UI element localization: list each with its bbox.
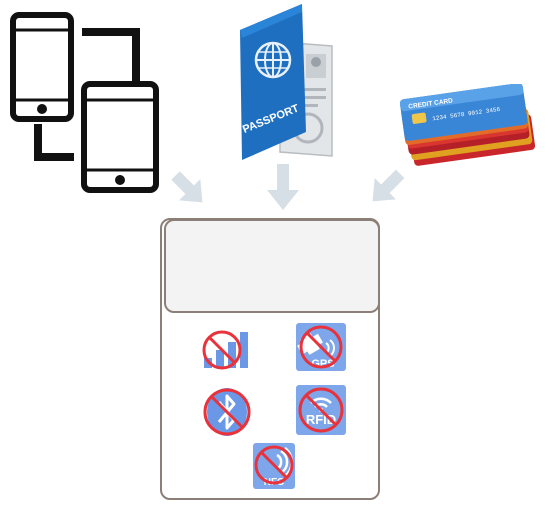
nfc-icon: NFC	[253, 443, 295, 489]
blocked-gps: GPS	[296, 323, 348, 373]
rfid-icon: RFID	[296, 385, 346, 435]
prohibited-icon	[298, 387, 344, 433]
prohibited-icon	[202, 330, 242, 370]
credit-cards-icon: CREDIT CARD 1234 5678 9012 3456	[400, 84, 545, 172]
arrow-down-center-icon	[265, 164, 301, 212]
arrow-down-right-icon	[364, 166, 408, 210]
cellular-signal-icon	[202, 330, 248, 370]
blocked-rfid: RFID	[296, 385, 348, 437]
prohibited-icon	[203, 388, 251, 436]
pouch-flap	[164, 219, 380, 313]
prohibited-icon	[254, 445, 294, 485]
blocked-cellular-signal	[196, 326, 258, 372]
blocked-bluetooth	[201, 386, 253, 438]
bluetooth-icon	[203, 388, 251, 436]
phone-and-tablet-icon	[10, 12, 162, 194]
gps-icon: GPS	[296, 323, 346, 371]
prohibited-icon	[299, 325, 343, 369]
passport-icon: PASSPORT	[236, 2, 336, 162]
blocked-nfc: NFC	[253, 443, 297, 491]
arrow-down-left-icon	[168, 168, 210, 210]
